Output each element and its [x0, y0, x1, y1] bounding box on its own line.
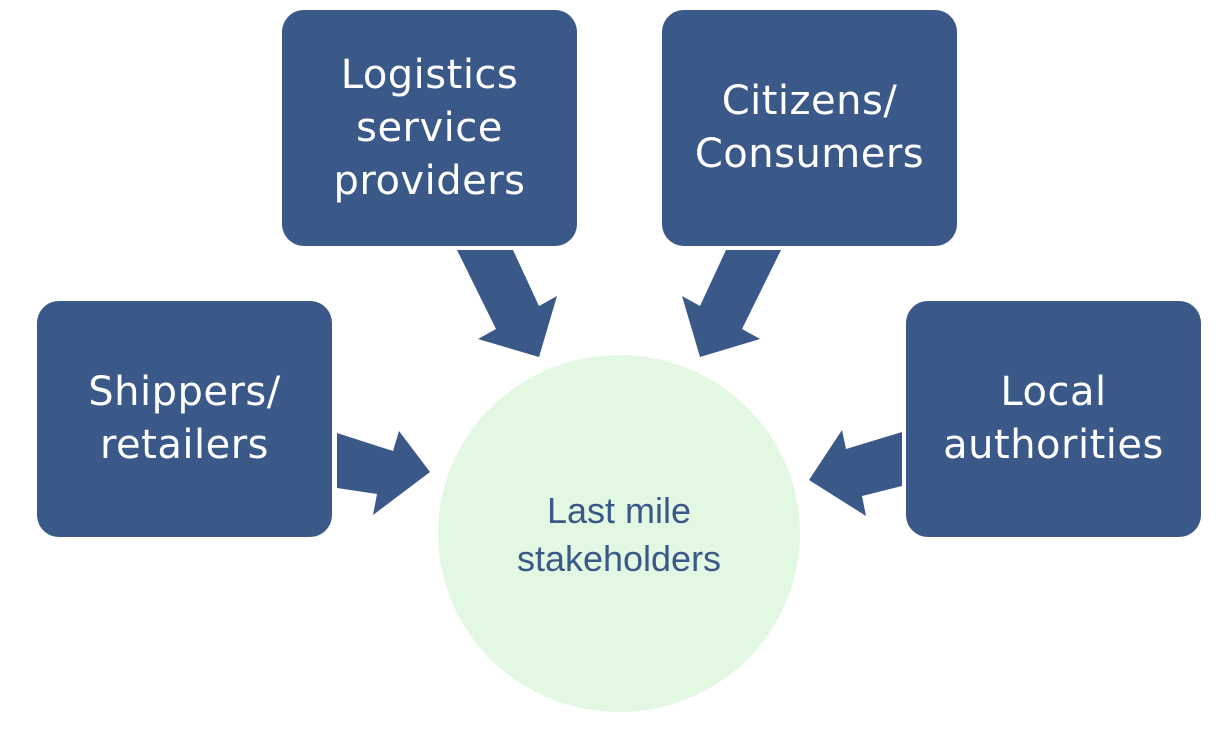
- stakeholder-citizens-consumers: Citizens/ Consumers: [662, 10, 957, 246]
- arrow-logistics-to-center: [457, 250, 557, 357]
- stakeholder-label: Local authorities: [943, 369, 1164, 468]
- stakeholder-label: Logistics service providers: [333, 51, 526, 204]
- stakeholder-label: Citizens/ Consumers: [694, 78, 925, 177]
- center-label: Last mile stakeholders: [516, 489, 722, 579]
- stakeholder-shippers-retailers: Shippers/ retailers: [37, 301, 332, 537]
- center-node-last-mile-stakeholders: Last mile stakeholders: [438, 355, 800, 712]
- arrow-citizens-to-center: [682, 250, 781, 357]
- stakeholder-local-authorities: Local authorities: [906, 301, 1201, 537]
- arrow-shippers-to-center: [337, 431, 430, 515]
- arrow-local-to-center: [809, 430, 902, 516]
- stakeholder-logistics-service-providers: Logistics service providers: [282, 10, 577, 246]
- stakeholder-label: Shippers/ retailers: [88, 369, 281, 468]
